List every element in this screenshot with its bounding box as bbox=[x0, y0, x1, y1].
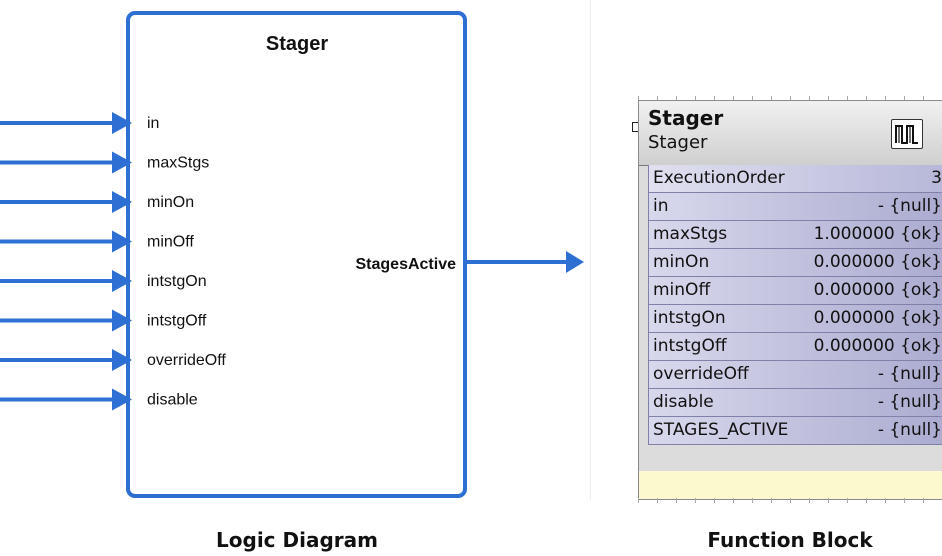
input-label-intstgoff: intstgOff bbox=[147, 313, 207, 330]
slot-row-minoff[interactable]: minOff 0.000000 {ok} bbox=[648, 277, 942, 305]
ruler-tick bbox=[866, 96, 867, 101]
ruler-tick bbox=[714, 96, 715, 101]
ruler-tick bbox=[828, 96, 829, 101]
input-label-minoff: minOff bbox=[147, 234, 194, 251]
ruler-tick bbox=[790, 498, 791, 503]
section-divider bbox=[590, 0, 591, 500]
ruler-tick bbox=[733, 498, 734, 503]
slot-name: in bbox=[653, 196, 669, 216]
slot-row-intstgoff[interactable]: intstgOff 0.000000 {ok} bbox=[648, 333, 942, 361]
input-arrowhead-intstgon[interactable] bbox=[112, 270, 132, 292]
ruler-tick bbox=[733, 96, 734, 101]
slot-name: intstgOn bbox=[653, 308, 726, 328]
slot-row-in[interactable]: in - {null} bbox=[648, 193, 942, 221]
ruler-tick bbox=[638, 96, 639, 101]
slot-value: 0.000000 {ok} bbox=[813, 280, 942, 300]
slot-value: - {null} bbox=[877, 364, 942, 384]
pulse-train-icon bbox=[891, 119, 923, 149]
ruler-tick bbox=[809, 96, 810, 101]
input-label-disable: disable bbox=[147, 392, 198, 409]
input-label-in: in bbox=[147, 115, 159, 132]
ruler-tick bbox=[885, 96, 886, 101]
function-block-footer bbox=[639, 471, 942, 499]
stager-function-block[interactable]: Stager Stager ExecutionOrder 3 in - {null} m… bbox=[638, 100, 942, 500]
slot-row-maxstgs[interactable]: maxStgs 1.000000 {ok} bbox=[648, 221, 942, 249]
slot-name: minOff bbox=[653, 280, 711, 300]
slot-name: disable bbox=[653, 392, 714, 412]
function-block-title: Stager bbox=[648, 106, 724, 130]
input-label-maxstgs: maxStgs bbox=[147, 155, 209, 172]
ruler-top bbox=[638, 96, 942, 101]
caption-logic-diagram: Logic Diagram bbox=[216, 528, 378, 552]
ruler-tick bbox=[695, 96, 696, 101]
ruler-tick bbox=[847, 96, 848, 101]
ruler-tick bbox=[809, 498, 810, 503]
slot-name: overrideOff bbox=[653, 364, 749, 384]
ruler-tick bbox=[923, 498, 924, 503]
input-arrowhead-minon[interactable] bbox=[112, 191, 132, 213]
ruler-tick bbox=[638, 498, 639, 503]
ruler-tick bbox=[828, 498, 829, 503]
ruler-tick bbox=[657, 96, 658, 101]
input-label-minon: minOn bbox=[147, 194, 194, 211]
slot-value: 1.000000 {ok} bbox=[813, 224, 942, 244]
ruler-tick bbox=[771, 498, 772, 503]
input-arrowhead-overrideoff[interactable] bbox=[112, 349, 132, 371]
slot-name: intstgOff bbox=[653, 336, 727, 356]
ruler-tick bbox=[885, 498, 886, 503]
slot-value: - {null} bbox=[877, 420, 942, 440]
input-arrowhead-maxstgs[interactable] bbox=[112, 151, 132, 174]
slot-value: - {null} bbox=[877, 196, 942, 216]
slot-value: 0.000000 {ok} bbox=[813, 308, 942, 328]
input-label-intstgon: intstgOn bbox=[147, 273, 207, 290]
slot-value: - {null} bbox=[877, 392, 942, 412]
ruler-tick bbox=[847, 498, 848, 503]
logic-inputs: in maxStgs minOn minOff intstgOn intstgOff ove… bbox=[0, 112, 226, 411]
ruler-tick bbox=[904, 96, 905, 101]
slot-value: 0.000000 {ok} bbox=[813, 336, 942, 356]
ruler-tick bbox=[771, 96, 772, 101]
ruler-bottom bbox=[638, 498, 942, 503]
ruler-tick bbox=[904, 498, 905, 503]
ruler-tick bbox=[752, 498, 753, 503]
ruler-tick bbox=[676, 96, 677, 101]
slot-name: ExecutionOrder bbox=[653, 168, 785, 188]
ruler-tick bbox=[923, 96, 924, 101]
ruler-tick bbox=[695, 498, 696, 503]
slot-row-overrideoff[interactable]: overrideOff - {null} bbox=[648, 361, 942, 389]
slot-row-executionorder[interactable]: ExecutionOrder 3 bbox=[648, 165, 942, 193]
slot-name: maxStgs bbox=[653, 224, 728, 244]
stager-logic-block[interactable] bbox=[126, 11, 467, 498]
slot-value: 0.000000 {ok} bbox=[813, 252, 942, 272]
function-block-type: Stager bbox=[648, 132, 708, 153]
slot-row-disable[interactable]: disable - {null} bbox=[648, 389, 942, 417]
slot-value: 3 bbox=[931, 168, 942, 188]
ruler-tick bbox=[790, 96, 791, 101]
ruler-tick bbox=[714, 498, 715, 503]
slot-row-stages_active[interactable]: STAGES_ACTIVE - {null} bbox=[648, 417, 942, 445]
ruler-tick bbox=[676, 498, 677, 503]
slot-name: minOn bbox=[653, 252, 710, 272]
ruler-tick bbox=[752, 96, 753, 101]
slot-name: STAGES_ACTIVE bbox=[653, 420, 789, 440]
input-arrowhead-in[interactable] bbox=[112, 112, 132, 134]
slot-row-intstgon[interactable]: intstgOn 0.000000 {ok} bbox=[648, 305, 942, 333]
slot-row-minon[interactable]: minOn 0.000000 {ok} bbox=[648, 249, 942, 277]
output-arrowhead[interactable] bbox=[566, 251, 584, 273]
ruler-tick bbox=[866, 498, 867, 503]
input-arrowhead-minoff[interactable] bbox=[112, 230, 132, 253]
input-label-overrideoff: overrideOff bbox=[147, 352, 226, 369]
logic-block-title: Stager bbox=[266, 33, 328, 55]
function-block-header: Stager Stager bbox=[639, 101, 942, 166]
ruler-tick bbox=[657, 498, 658, 503]
output-label-stagesactive: StagesActive bbox=[356, 256, 457, 273]
function-block-slots: ExecutionOrder 3 in - {null} maxStgs 1.000000… bbox=[648, 165, 942, 445]
caption-function-block: Function Block bbox=[707, 528, 873, 552]
input-arrowhead-disable[interactable] bbox=[112, 388, 132, 411]
input-arrowhead-intstgoff[interactable] bbox=[112, 309, 132, 332]
